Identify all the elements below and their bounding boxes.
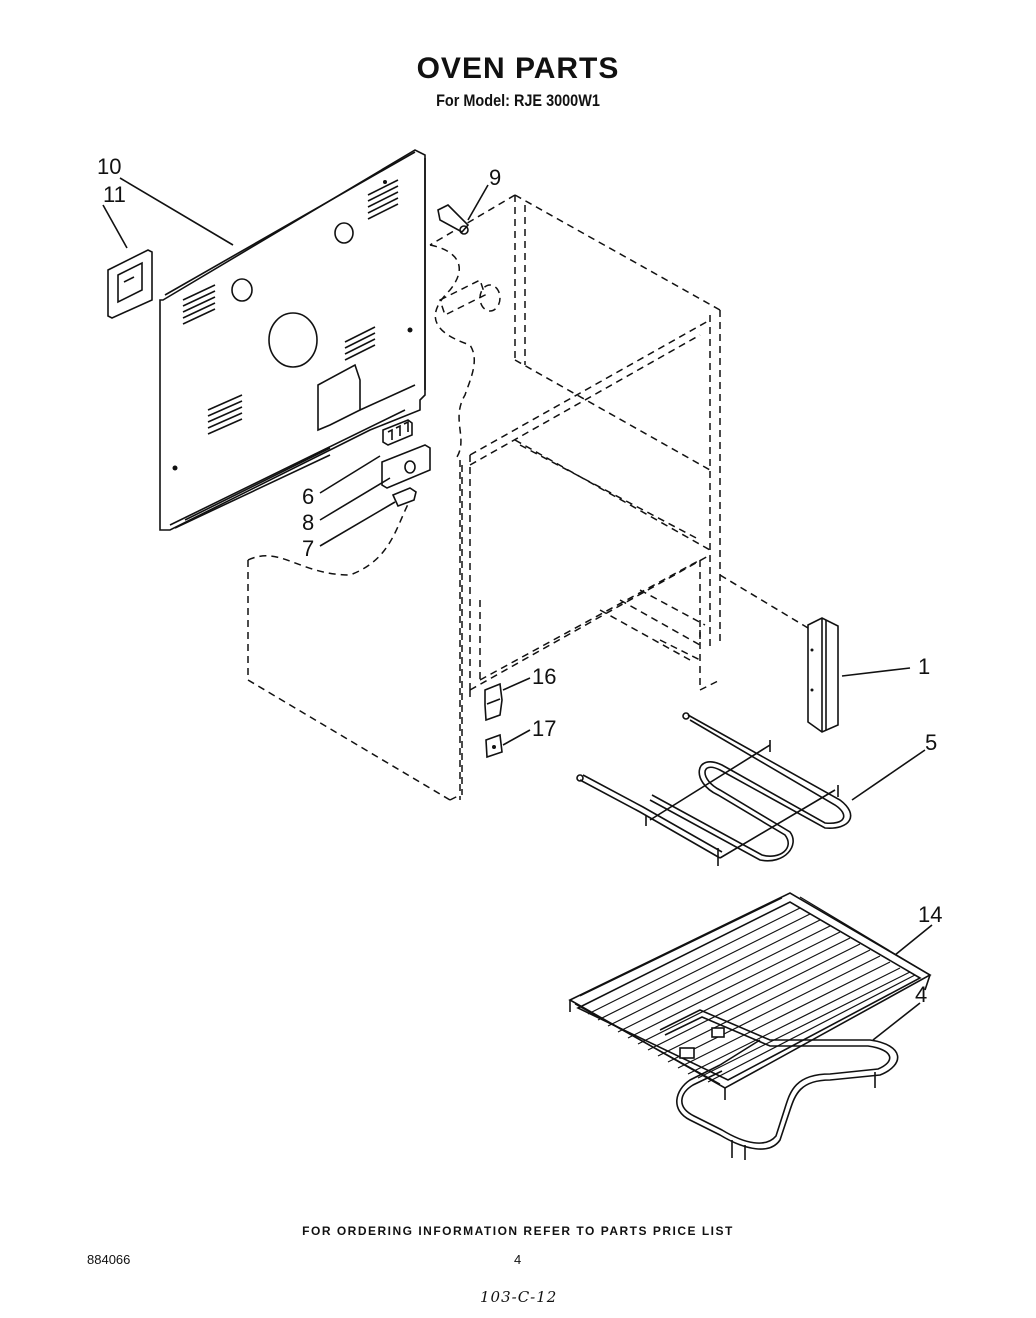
cover-plate-part-11 (107, 249, 153, 319)
bracket-part-8 (381, 444, 431, 489)
callout-14: 14 (918, 902, 942, 927)
callout-9: 9 (489, 165, 501, 190)
callout-4: 4 (915, 982, 927, 1007)
callout-5: 5 (925, 730, 937, 755)
model-subtitle: For Model: RJE 3000W1 (436, 91, 600, 110)
handwritten-note: 103-C-12 (480, 1288, 558, 1306)
terminal-block-part-6 (382, 419, 413, 446)
callout-17: 17 (532, 716, 556, 741)
callout-11: 11 (103, 182, 126, 207)
rack-wires (574, 896, 926, 1085)
side-block-part-1 (719, 574, 839, 733)
vent-grille-upper-right (367, 179, 399, 220)
callout-6: 6 (302, 484, 314, 509)
broil-element-part-5 (576, 712, 852, 866)
callout-16: 16 (532, 664, 556, 689)
leader-lines (102, 177, 933, 1041)
oven-rack-part-14 (568, 892, 932, 1100)
vent-grille-lower (207, 394, 243, 435)
clip-part-7 (391, 487, 417, 508)
bake-element-part-4 (659, 1009, 899, 1160)
page-title: OVEN PARTS (416, 52, 620, 85)
callout-8: 8 (302, 510, 314, 535)
callout-10: 10 (97, 154, 121, 179)
ordering-note: FOR ORDERING INFORMATION REFER TO PARTS … (302, 1224, 734, 1238)
vent-grille-upper-left (182, 284, 216, 325)
vent-grille-middle (344, 326, 376, 361)
callout-7: 7 (302, 536, 314, 561)
clip-part-17 (485, 733, 503, 759)
clip-part-16 (484, 682, 503, 722)
bracket-part-9 (437, 204, 470, 235)
rear-panel-part-10 (159, 149, 426, 531)
callout-1: 1 (918, 654, 930, 679)
page-number: 4 (514, 1252, 522, 1267)
oven-cavity-outline (247, 194, 721, 801)
document-number: 884066 (87, 1252, 131, 1267)
